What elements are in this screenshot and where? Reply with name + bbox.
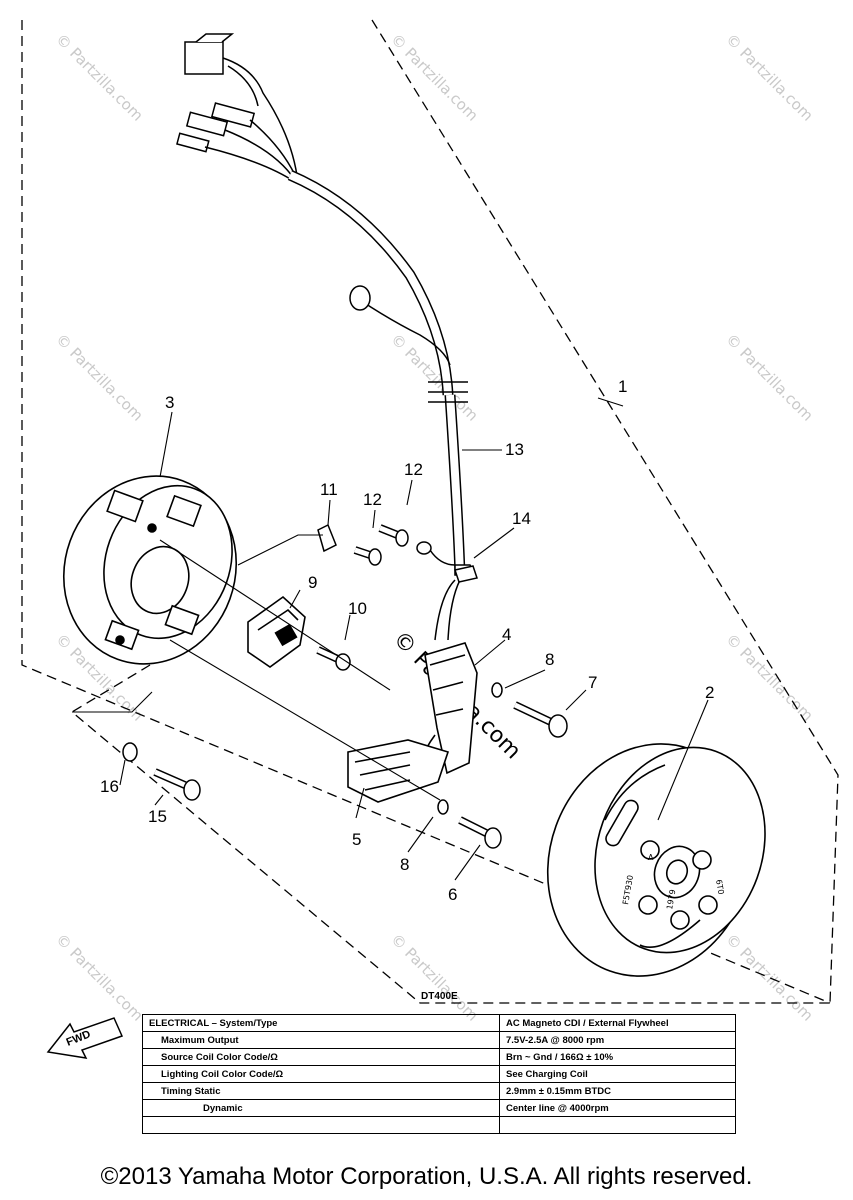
fasteners bbox=[122, 523, 568, 849]
spec-value bbox=[499, 1116, 736, 1134]
stator-base-plate bbox=[62, 475, 238, 665]
clamp-14 bbox=[454, 565, 478, 583]
spec-value: Center line @ 4000rpm bbox=[499, 1099, 736, 1117]
callout-13: 13 bbox=[505, 440, 524, 459]
spec-value: Brn ~ Gnd / 166Ω ± 10% bbox=[499, 1048, 736, 1066]
spec-value: 7.5V-2.5A @ 8000 rpm bbox=[499, 1031, 736, 1049]
callout-16: 16 bbox=[100, 777, 119, 796]
flywheel-mark: 1979 bbox=[665, 889, 677, 911]
model-code: DT400E bbox=[421, 991, 458, 1002]
leader-lines bbox=[72, 397, 709, 881]
spec-label: Timing Static bbox=[142, 1082, 500, 1100]
spec-label bbox=[142, 1116, 500, 1134]
callout-2: 2 bbox=[705, 683, 714, 702]
callout-1: 1 bbox=[618, 377, 627, 396]
spec-label: Maximum Output bbox=[142, 1031, 500, 1049]
watermark: © Partzilla.com bbox=[52, 330, 147, 425]
flywheel-markings: F5T930 1979 6T0 A bbox=[621, 853, 725, 910]
screw-12a bbox=[378, 524, 409, 547]
watermark: © Partzilla.com bbox=[722, 930, 817, 1025]
callout-7: 7 bbox=[588, 673, 597, 692]
spec-label: Source Coil Color Code/Ω bbox=[142, 1048, 500, 1066]
table-row bbox=[142, 1116, 736, 1134]
copyright-notice: ©2013 Yamaha Motor Corporation, U.S.A. A… bbox=[100, 1163, 753, 1190]
callout-3: 3 bbox=[165, 393, 174, 412]
callout-12b: 12 bbox=[363, 490, 382, 509]
watermark: © Partzilla.com bbox=[722, 330, 817, 425]
watermark: © Partzilla.com bbox=[387, 30, 482, 125]
callout-4: 4 bbox=[502, 625, 511, 644]
assembly-outline bbox=[21, 19, 839, 1004]
callout-10: 10 bbox=[348, 599, 367, 618]
screw-12b bbox=[353, 546, 382, 566]
callout-5: 5 bbox=[352, 830, 361, 849]
watermark: © Partzilla.com bbox=[52, 30, 147, 125]
screw-10 bbox=[316, 646, 351, 671]
callout-8b: 8 bbox=[400, 855, 409, 874]
spec-label: Dynamic bbox=[142, 1099, 500, 1117]
screw-6 bbox=[458, 816, 502, 849]
washer-8b bbox=[437, 799, 449, 815]
washer-16 bbox=[122, 742, 138, 762]
watermark: © Partzilla.com bbox=[722, 630, 817, 725]
callout-12a: 12 bbox=[404, 460, 423, 479]
flywheel-mark: 6T0 bbox=[714, 879, 725, 895]
spec-value: See Charging Coil bbox=[499, 1065, 736, 1083]
spec-value: AC Magneto CDI / External Flywheel bbox=[499, 1014, 736, 1032]
callout-9: 9 bbox=[308, 573, 317, 592]
callout-11: 11 bbox=[320, 480, 338, 499]
spec-label: ELECTRICAL – System/Type bbox=[142, 1014, 500, 1032]
fwd-arrow-icon: FWD bbox=[46, 1017, 124, 1059]
coupler-connector bbox=[184, 41, 224, 75]
lighting-coil bbox=[347, 739, 450, 803]
flywheel bbox=[546, 743, 766, 977]
pulser-coil bbox=[247, 595, 306, 668]
watermark: © Partzilla.com bbox=[52, 930, 147, 1025]
screw-15 bbox=[153, 768, 201, 801]
source-coil bbox=[414, 642, 478, 781]
callout-15: 15 bbox=[148, 807, 167, 826]
callout-numbers: 1 2 3 4 5 6 7 8 8 9 10 11 12 12 13 14 15… bbox=[100, 377, 714, 904]
watermark: © Partzilla.com bbox=[387, 930, 482, 1025]
clamp-11 bbox=[317, 523, 337, 553]
spec-value: 2.9mm ± 0.15mm BTDC bbox=[499, 1082, 736, 1100]
callout-8a: 8 bbox=[545, 650, 554, 669]
watermark: © Partzilla.com bbox=[722, 30, 817, 125]
spec-label: Lighting Coil Color Code/Ω bbox=[142, 1065, 500, 1083]
flywheel-mark: A bbox=[648, 853, 654, 862]
screw-7 bbox=[513, 701, 568, 738]
callout-6: 6 bbox=[448, 885, 457, 904]
callout-14: 14 bbox=[512, 509, 531, 528]
washer-8a bbox=[491, 682, 503, 698]
